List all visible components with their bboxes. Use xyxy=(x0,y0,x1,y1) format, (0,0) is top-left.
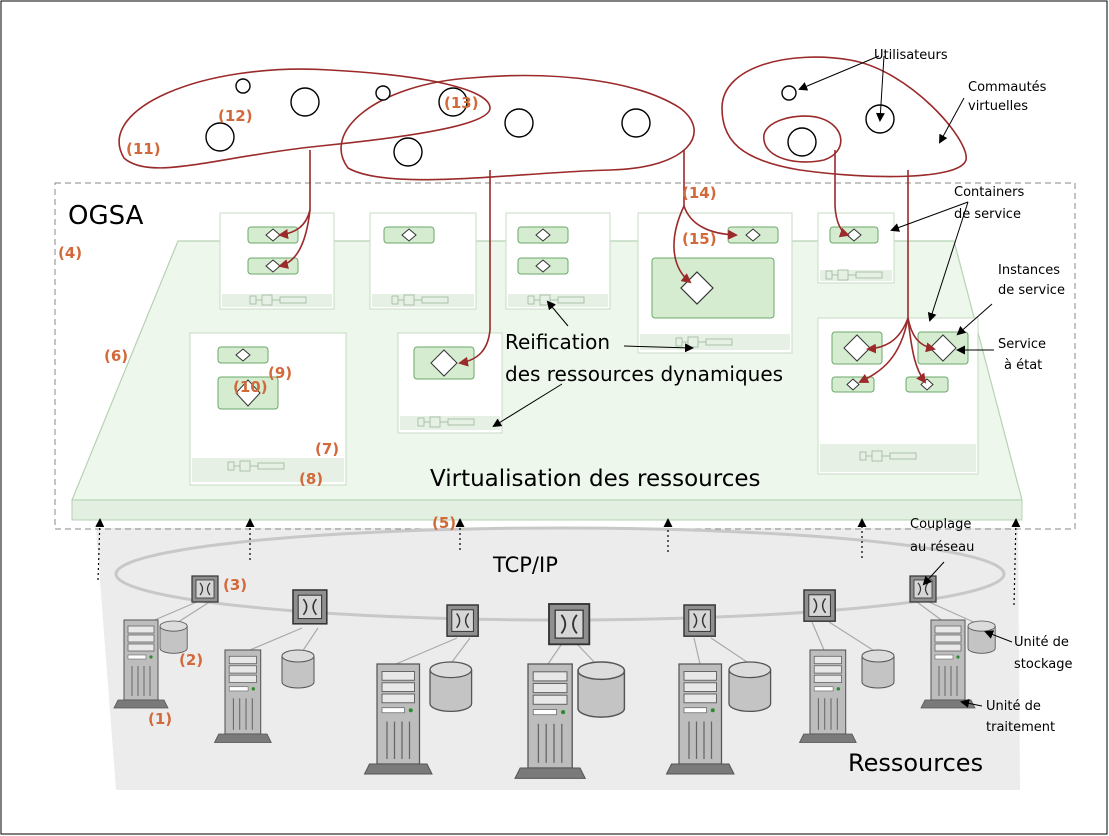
user-5 xyxy=(438,87,468,117)
processing-label-line2: traitement xyxy=(986,720,1055,735)
marker-1: (1) xyxy=(148,710,172,728)
coupling-label-line2: au réseau xyxy=(910,540,974,555)
container-3 xyxy=(505,212,611,310)
coupling-label-line1: Couplage xyxy=(910,517,971,532)
container-8 xyxy=(817,317,979,475)
reification-label-line2: des ressources dynamiques xyxy=(505,362,783,386)
marker-7: (7) xyxy=(315,440,339,458)
disk-7 xyxy=(967,620,996,654)
communities-label-line1: Commautés xyxy=(968,80,1047,95)
storage-label-line1: Unité de xyxy=(1014,635,1069,650)
container-5 xyxy=(817,212,895,284)
container-4 xyxy=(637,212,793,354)
marker-8: (8) xyxy=(299,470,323,488)
switch-1 xyxy=(191,575,219,603)
user-4 xyxy=(205,122,235,152)
marker-3: (3) xyxy=(223,576,247,594)
tcp-ip-label: TCP/IP xyxy=(492,553,558,577)
switch-7 xyxy=(909,575,937,603)
containers-label-line1: Containers xyxy=(954,185,1025,200)
containers-label-line2: de service xyxy=(954,207,1021,222)
reification-label-line1: Reification xyxy=(505,330,610,354)
service-containers xyxy=(189,212,979,486)
container-1 xyxy=(219,212,335,310)
container-7 xyxy=(397,332,503,434)
switch-4 xyxy=(548,603,591,646)
disk-6 xyxy=(861,649,895,689)
disk-5 xyxy=(728,661,772,713)
users xyxy=(205,78,895,167)
switch-5 xyxy=(683,604,716,637)
resources-label: Ressources xyxy=(848,749,983,777)
user-11 xyxy=(787,127,817,157)
instances-label-line2: de service xyxy=(998,283,1065,298)
user-8 xyxy=(621,108,651,138)
marker-10: (10) xyxy=(233,378,268,396)
marker-9: (9) xyxy=(268,364,292,382)
processing-label-line1: Unité de xyxy=(986,699,1041,714)
resource-arrows xyxy=(95,518,1021,606)
virtualisation-label: Virtualisation des ressources xyxy=(430,466,760,492)
annotation-pointers xyxy=(492,55,1013,708)
container-2 xyxy=(369,212,477,310)
switch-6 xyxy=(803,589,836,622)
community-left xyxy=(118,68,491,169)
container-6 xyxy=(189,332,347,486)
marker-12: (12) xyxy=(218,107,253,125)
user-3 xyxy=(375,85,391,101)
disk-3 xyxy=(429,661,473,713)
community-inner xyxy=(763,115,842,163)
user-1 xyxy=(235,78,251,94)
community-service-arrows xyxy=(278,150,936,384)
disk-2 xyxy=(281,649,315,689)
switch-2 xyxy=(292,589,328,625)
user-2 xyxy=(290,87,320,117)
marker-15: (15) xyxy=(682,230,717,248)
user-7 xyxy=(504,108,534,138)
user-6 xyxy=(393,137,423,167)
marker-13: (13) xyxy=(444,94,479,112)
stateful-label-line2: à état xyxy=(1004,358,1042,373)
marker-5: (5) xyxy=(432,514,456,532)
marker-14: (14) xyxy=(682,184,717,202)
switch-3 xyxy=(446,604,479,637)
virtual-communities xyxy=(118,56,967,181)
communities-label-line2: virtuelles xyxy=(968,99,1028,114)
disk-1 xyxy=(159,620,188,654)
ogsa-title: OGSA xyxy=(68,201,144,231)
stateful-label-line1: Service xyxy=(998,337,1046,352)
marker-11: (11) xyxy=(126,140,161,158)
disk-4 xyxy=(577,661,626,718)
platform-edge xyxy=(71,499,1023,521)
marker-4: (4) xyxy=(58,244,82,262)
user-9 xyxy=(781,85,797,101)
marker-2: (2) xyxy=(179,651,203,669)
network-links xyxy=(149,600,979,665)
storage-label-line2: stockage xyxy=(1014,657,1073,672)
community-right xyxy=(721,56,967,178)
instances-label-line1: Instances xyxy=(998,263,1060,278)
community-middle xyxy=(340,74,695,181)
users-label: Utilisateurs xyxy=(874,48,948,63)
marker-6: (6) xyxy=(104,347,128,365)
